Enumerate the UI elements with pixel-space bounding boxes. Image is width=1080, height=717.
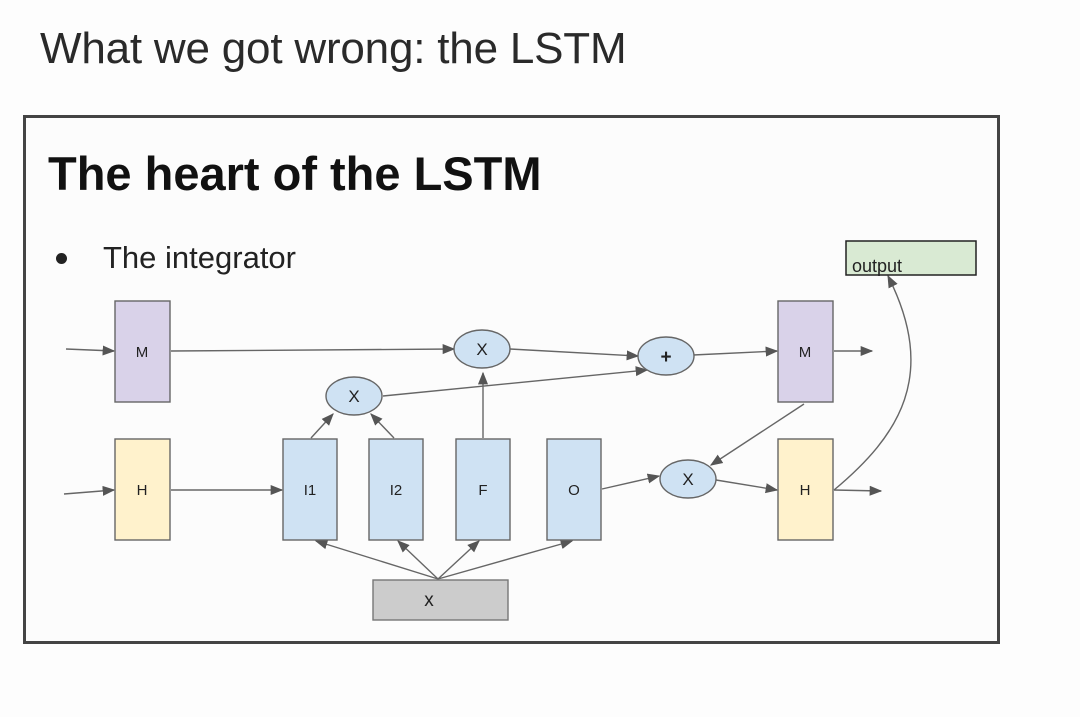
mult-gate-op: X	[325, 376, 383, 416]
mult-forget-label: X	[476, 340, 487, 359]
edge-m-in	[65, 345, 116, 356]
edge-h-out	[833, 485, 883, 496]
input-node: x	[372, 579, 509, 621]
edge-i1-to-mult	[310, 413, 334, 439]
mult-output-op: X	[659, 459, 717, 499]
edge-m-to-mult-out	[709, 403, 805, 466]
bullet-item: The integrator	[56, 240, 296, 276]
edge-h-to-output	[833, 274, 912, 491]
edge-i2-to-mult	[370, 413, 395, 439]
hidden-in-node: H	[114, 438, 171, 541]
add-label: +	[660, 347, 671, 368]
edge-h-in	[63, 485, 116, 496]
gate-i2-label: I2	[390, 482, 403, 499]
mult-forget-op: X	[453, 329, 511, 369]
gate-i1-label: I1	[304, 482, 317, 499]
input-label: x	[424, 590, 434, 611]
memory-in-node: M	[114, 300, 171, 403]
hidden-in-label: H	[137, 482, 148, 499]
memory-in-label: M	[136, 344, 149, 361]
edge-x-to-i1	[314, 539, 439, 580]
edge-o-to-mult	[601, 473, 661, 490]
gate-o-label: O	[568, 482, 580, 499]
lstm-panel: The heart of the LSTM The integrator	[23, 115, 1000, 644]
gate-i2-node: I2	[368, 438, 424, 541]
gate-f-label: F	[478, 482, 487, 499]
edge-m-to-mult	[170, 344, 456, 355]
edge-mult-to-h	[715, 479, 779, 494]
memory-out-label: M	[799, 344, 812, 361]
edge-x-to-i2	[397, 540, 439, 580]
output-node: output	[845, 240, 977, 276]
edge-x-to-o	[437, 539, 574, 580]
gate-o-node: O	[546, 438, 602, 541]
edge-x-to-f	[437, 540, 480, 580]
add-op: +	[637, 336, 695, 376]
gate-f-node: F	[455, 438, 511, 541]
bullet-dot-icon	[56, 252, 67, 264]
memory-out-node: M	[777, 300, 834, 403]
gate-i1-node: I1	[282, 438, 338, 541]
mult-gate-label: X	[348, 387, 359, 406]
slide-title: What we got wrong: the LSTM	[40, 24, 627, 73]
mult-output-label: X	[682, 470, 693, 489]
hidden-out-label: H	[800, 482, 811, 499]
edge-gate-mult-to-add	[382, 366, 649, 397]
edge-mult-to-add	[509, 348, 640, 361]
bullet-text: The integrator	[103, 240, 296, 275]
panel-title: The heart of the LSTM	[48, 147, 542, 200]
output-label: output	[852, 256, 902, 276]
hidden-out-node: H	[777, 438, 834, 541]
edge-add-to-m	[692, 346, 779, 357]
